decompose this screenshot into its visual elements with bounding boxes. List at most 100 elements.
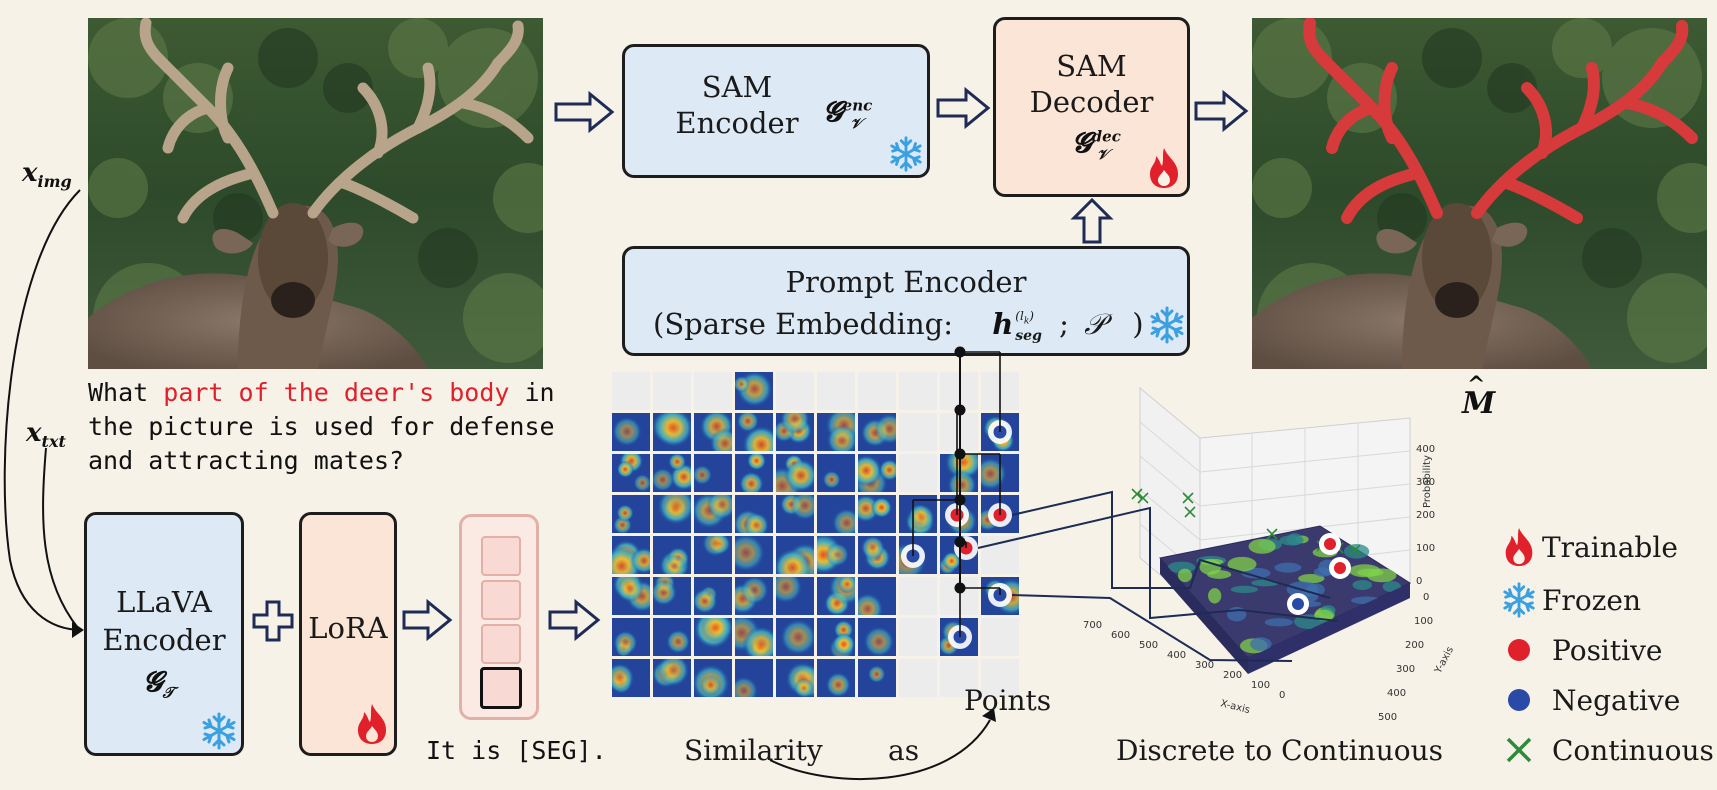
heatmap-tile <box>612 372 650 410</box>
surface-blob <box>1298 573 1325 584</box>
heatmap-tile <box>612 618 650 656</box>
heatmap-tile <box>817 536 855 574</box>
snowflake-icon <box>199 711 239 755</box>
llava-encoder-box: LLaVA Encoder 𝓖𝒯 <box>84 512 244 756</box>
heatmap-tile <box>817 413 855 451</box>
prompt-encoder-title: Prompt Encoder <box>785 265 1027 299</box>
heatmap-tile <box>612 413 650 451</box>
z-axis-label: Probability <box>1422 455 1433 508</box>
x-img-label: ximg <box>22 158 72 192</box>
lora-label: LoRA <box>308 611 388 645</box>
legend-item-positive: Positive <box>1500 630 1662 670</box>
sam-decoder-line2: Decoder <box>1029 85 1154 119</box>
positive-point <box>1334 562 1346 574</box>
legend-item-frozen: Frozen <box>1500 580 1641 620</box>
arrow-right-icon <box>936 86 991 130</box>
heatmap-tile <box>735 372 773 410</box>
heatmap-tile <box>899 618 937 656</box>
legend-item-trainable: Trainable <box>1500 527 1678 567</box>
heatmap-tile <box>694 454 732 492</box>
heatmap-tile <box>858 454 896 492</box>
surface-blob <box>1200 558 1224 565</box>
heatmap-tile <box>653 495 691 533</box>
question-text: What part of the deer's body in the pict… <box>88 378 555 475</box>
heatmap-tile <box>694 618 732 656</box>
heatmap-tile <box>858 495 896 533</box>
surface-heat <box>1167 533 1402 654</box>
token-box <box>481 580 521 620</box>
z-tick-label: 400 <box>1416 444 1435 455</box>
z-tick-label: 300 <box>1416 477 1435 488</box>
heatmap-tile <box>817 372 855 410</box>
surface-blob <box>1250 637 1272 651</box>
llava-line2: Encoder <box>102 623 226 657</box>
surface-blob <box>1279 535 1304 546</box>
heatmap-tile <box>858 372 896 410</box>
y-tick-label: 500 <box>1378 712 1397 723</box>
heatmap-tile <box>653 454 691 492</box>
heatmap-tile <box>735 454 773 492</box>
x-tick-label: 500 <box>1139 640 1158 651</box>
heatmap-tile <box>858 413 896 451</box>
heatmap-tile <box>981 618 1019 656</box>
heatmap-tile <box>776 495 814 533</box>
sam-decoder-symbol: 𝓖dec𝒱 <box>1072 126 1121 163</box>
sam-encoder-line2: Encoder <box>675 106 799 140</box>
heatmap-tile <box>940 659 978 697</box>
heatmap-tile <box>817 495 855 533</box>
heatmap-tile <box>817 577 855 615</box>
surface-blob <box>1314 609 1334 621</box>
heatmap-tile <box>735 618 773 656</box>
green-x-icon <box>1506 737 1532 763</box>
x-tick-label: 400 <box>1167 650 1186 661</box>
heatmap-tile <box>776 659 814 697</box>
plot-surface-side <box>1248 583 1410 674</box>
surface-blob <box>1264 618 1294 627</box>
x-tick-label: 200 <box>1223 670 1242 681</box>
x-tick-label: 0 <box>1279 690 1285 701</box>
continuous-x-mark <box>1266 528 1278 540</box>
heatmap-tile <box>899 659 937 697</box>
d2c-label: Discrete to Continuous <box>1116 734 1443 767</box>
heatmap-tile <box>981 659 1019 697</box>
as-label: as <box>888 734 920 767</box>
heatmap-tile <box>817 618 855 656</box>
heatmap-tile <box>653 577 691 615</box>
surface-blob <box>1227 556 1257 572</box>
token-box <box>481 624 521 664</box>
lora-box: LoRA <box>299 512 397 756</box>
token-box <box>481 536 521 576</box>
surface-blob <box>1177 568 1192 583</box>
positive-point <box>1324 538 1336 550</box>
flame-icon <box>1505 528 1533 566</box>
heatmap-tile <box>858 659 896 697</box>
llava-line1: LLaVA <box>116 585 212 619</box>
x-tick-label: 600 <box>1111 630 1130 641</box>
heatmap-tile <box>612 536 650 574</box>
blue-dot-icon <box>1508 689 1530 711</box>
y-tick-label: 400 <box>1387 688 1406 699</box>
negative-point <box>1292 598 1304 610</box>
arrow-right-icon <box>554 90 615 134</box>
surface-blob <box>1248 538 1276 554</box>
surface-blob <box>1366 568 1397 583</box>
heatmap-tile <box>817 454 855 492</box>
heatmap-tile <box>735 413 773 451</box>
points-label: Points <box>964 684 1052 717</box>
output-mask-image <box>1252 17 1717 373</box>
surface-blob <box>1208 588 1222 604</box>
y-tick-label: 300 <box>1396 664 1415 675</box>
legend-item-continuous: Continuous <box>1500 730 1714 770</box>
continuous-x-mark <box>1137 492 1149 504</box>
heatmap-tile <box>776 454 814 492</box>
z-tick-label: 0 <box>1416 576 1422 587</box>
heatmap-tile <box>735 536 773 574</box>
sam-decoder-box: SAM Decoder 𝓖dec𝒱 <box>993 17 1190 197</box>
heatmap-tile <box>694 577 732 615</box>
y-tick-label: 200 <box>1405 640 1424 651</box>
y-tick-label: 0 <box>1423 592 1429 603</box>
red-dot-icon <box>1508 639 1530 661</box>
heatmap-tile <box>776 536 814 574</box>
continuous-x-mark <box>1131 488 1143 500</box>
heatmap-tile <box>858 618 896 656</box>
